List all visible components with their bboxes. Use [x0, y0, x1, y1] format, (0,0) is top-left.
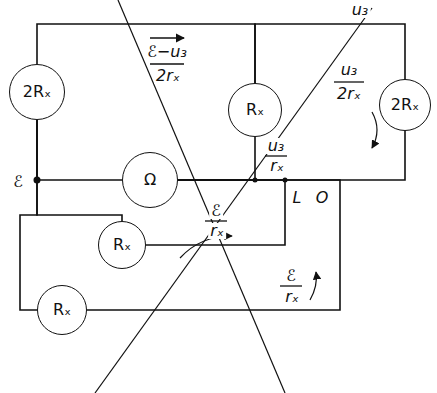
quantity-label: u₃	[266, 138, 287, 154]
component-label: 2Rₓ	[23, 84, 51, 100]
resistor-circle: Rₓ	[98, 221, 146, 269]
fraction-bar	[280, 285, 302, 286]
fraction-bar	[334, 81, 364, 82]
quantity-label: O	[314, 190, 331, 206]
quantity-label: ℰ	[209, 203, 223, 219]
fraction-bar	[265, 155, 287, 156]
component-label: Rₓ	[53, 302, 71, 318]
circuit-wire	[87, 180, 340, 310]
resistor-circle: 2Rₓ	[9, 64, 65, 120]
circuit-wire	[178, 137, 255, 180]
vector-arrow	[150, 37, 184, 38]
strike-line	[95, 8, 372, 393]
quantity-label: rₓ	[283, 289, 301, 305]
circuit-wire	[37, 120, 122, 221]
current-arrow	[372, 112, 377, 148]
quantity-label: ℰ	[11, 174, 25, 190]
current-arrow	[310, 272, 316, 300]
resistor-circle: Rₓ	[37, 285, 87, 335]
strike-line	[118, 0, 285, 393]
component-label: Rₓ	[113, 237, 131, 253]
quantity-label: 2rₓ	[335, 86, 363, 102]
fraction-bar	[150, 63, 184, 64]
quantity-label: u₃	[350, 2, 371, 18]
fraction-bar	[205, 220, 227, 221]
circuit-wire	[20, 120, 37, 310]
quantity-label: rₓ	[208, 223, 226, 239]
current-arrow	[180, 236, 232, 258]
circuit-wire	[255, 24, 405, 83]
quantity-label: ℰ−u₃	[145, 44, 189, 60]
component-label: 2Rₓ	[391, 97, 419, 113]
circuit-wire	[37, 24, 255, 83]
quantity-label: u₃	[339, 62, 360, 78]
quantity-label: ℰ	[284, 268, 298, 284]
resistor-circle: 2Rₓ	[379, 79, 431, 131]
quantity-label: 2rₓ	[154, 68, 182, 84]
quantity-label: rₓ	[268, 158, 286, 174]
quantity-label: L	[291, 190, 304, 206]
component-label: Ω	[144, 172, 156, 188]
circuit-wire	[37, 120, 122, 180]
resistor-circle: Ω	[122, 152, 178, 208]
component-label: Rₓ	[246, 102, 264, 118]
circuit-wire	[178, 131, 405, 180]
resistor-circle: Rₓ	[228, 83, 282, 137]
